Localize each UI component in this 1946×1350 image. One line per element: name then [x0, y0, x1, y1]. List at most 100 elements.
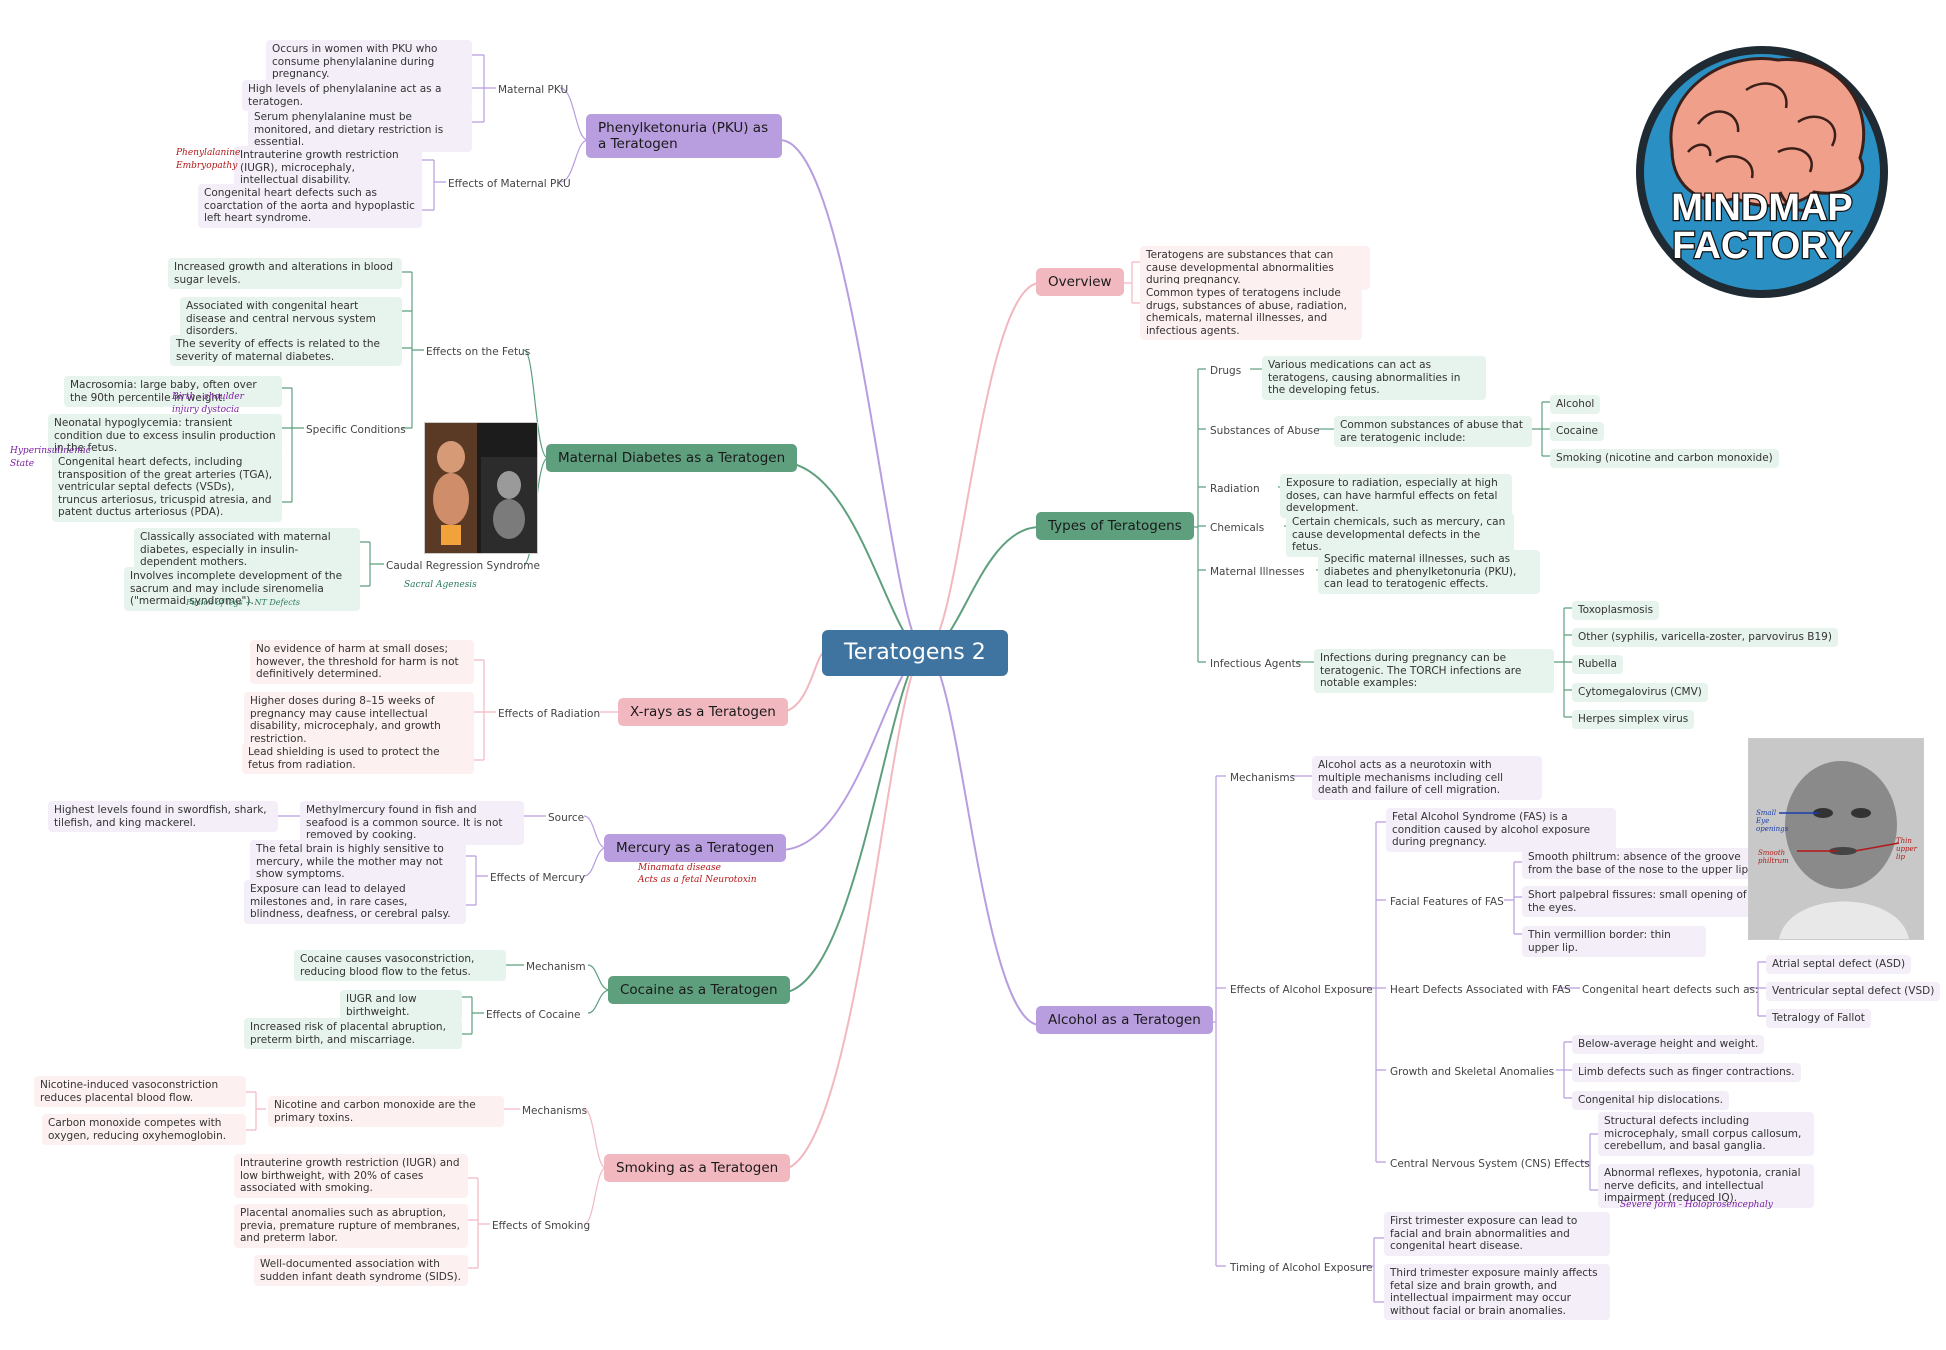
smoking-effect-2[interactable]: Placental anomalies such as abruption, p…	[234, 1204, 468, 1248]
facial-feature-2[interactable]: Short palpebral fissures: small opening …	[1522, 886, 1758, 917]
abuse-smoking[interactable]: Smoking (nicotine and carbon monoxide)	[1550, 449, 1779, 468]
pku-effect-1[interactable]: Intrauterine growth restriction (IUGR), …	[234, 146, 422, 190]
types-illnesses[interactable]: Specific maternal illnesses, such as dia…	[1318, 550, 1540, 594]
diabetes-specific-1[interactable]: Macrosomia: large baby, often over the 9…	[64, 376, 282, 407]
branch-diabetes[interactable]: Maternal Diabetes as a Teratogen	[546, 444, 798, 472]
types-abuse[interactable]: Common substances of abuse that are tera…	[1334, 416, 1532, 447]
handwritten-note-birth-injury: Birth - shoulder injury dystocia	[172, 392, 244, 415]
handwritten-note-holoprosencephaly: Severe form - Holoprosencephaly	[1620, 1200, 1773, 1210]
branch-xrays[interactable]: X-rays as a Teratogen	[618, 698, 788, 726]
diabetes-specific-3[interactable]: Congenital heart defects, including tran…	[52, 453, 282, 522]
facial-feature-3[interactable]: Thin vermillion border: thin upper lip.	[1522, 926, 1706, 957]
pku-maternal-2[interactable]: High levels of phenylalanine act as a te…	[242, 80, 472, 111]
cocaine-effect-1[interactable]: IUGR and low birthweight.	[340, 990, 462, 1021]
branch-cocaine[interactable]: Cocaine as a Teratogen	[608, 976, 790, 1004]
branch-mercury[interactable]: Mercury as a Teratogen	[604, 834, 787, 862]
smoking-mechanism[interactable]: Nicotine and carbon monoxide are the pri…	[268, 1096, 504, 1127]
label-mechanisms-alcohol[interactable]: Mechanisms	[1230, 772, 1296, 784]
growth-1[interactable]: Below-average height and weight.	[1572, 1035, 1765, 1054]
mercury-source[interactable]: Methylmercury found in fish and seafood …	[300, 801, 524, 845]
facial-feature-1[interactable]: Smooth philtrum: absence of the groove f…	[1522, 848, 1758, 879]
xray-effect-2[interactable]: Higher doses during 8–15 weeks of pregna…	[244, 692, 474, 748]
label-chemicals[interactable]: Chemicals	[1210, 522, 1265, 534]
torch-other[interactable]: Other (syphilis, varicella-zoster, parvo…	[1572, 628, 1838, 647]
overview-item-1[interactable]: Teratogens are substances that can cause…	[1140, 246, 1370, 290]
label-cns-effects[interactable]: Central Nervous System (CNS) Effects	[1390, 1158, 1590, 1170]
xray-effect-1[interactable]: No evidence of harm at small doses; howe…	[250, 640, 474, 684]
cocaine-effect-2[interactable]: Increased risk of placental abruption, p…	[244, 1018, 462, 1049]
branch-smoking[interactable]: Smoking as a Teratogen	[604, 1154, 791, 1182]
timing-1[interactable]: First trimester exposure can lead to fac…	[1384, 1212, 1610, 1256]
heart-asd[interactable]: Atrial septal defect (ASD)	[1766, 955, 1912, 974]
xray-effect-3[interactable]: Lead shielding is used to protect the fe…	[242, 743, 474, 774]
abuse-alcohol[interactable]: Alcohol	[1550, 395, 1601, 414]
label-effects-fetus[interactable]: Effects on the Fetus	[426, 346, 531, 358]
label-substances-abuse[interactable]: Substances of Abuse	[1210, 425, 1320, 437]
heart-tof[interactable]: Tetralogy of Fallot	[1766, 1009, 1871, 1028]
label-drugs[interactable]: Drugs	[1210, 365, 1242, 377]
handwritten-note-neurotoxin: Acts as a fetal Neurotoxin	[638, 875, 757, 885]
label-maternal-illnesses[interactable]: Maternal Illnesses	[1210, 566, 1305, 578]
pku-maternal-1[interactable]: Occurs in women with PKU who consume phe…	[266, 40, 472, 84]
label-effects-maternal-pku[interactable]: Effects of Maternal PKU	[448, 178, 571, 190]
branch-types[interactable]: Types of Teratogens	[1036, 512, 1194, 540]
types-radiation[interactable]: Exposure to radiation, especially at hig…	[1280, 474, 1512, 518]
label-mechanisms-smoking[interactable]: Mechanisms	[522, 1105, 588, 1117]
torch-rubella[interactable]: Rubella	[1572, 655, 1623, 674]
heart-vsd[interactable]: Ventricular septal defect (VSD)	[1766, 982, 1941, 1001]
label-specific-conditions[interactable]: Specific Conditions	[306, 424, 406, 436]
label-effects-alcohol[interactable]: Effects of Alcohol Exposure	[1230, 984, 1373, 996]
torch-cmv[interactable]: Cytomegalovirus (CMV)	[1572, 683, 1708, 702]
central-topic[interactable]: Teratogens 2	[822, 630, 1008, 676]
diabetes-specific-2[interactable]: Neonatal hypoglycemia: transient conditi…	[48, 414, 282, 458]
smoking-mech-sub-2[interactable]: Carbon monoxide competes with oxygen, re…	[42, 1114, 246, 1145]
diabetes-fetus-1[interactable]: Increased growth and alterations in bloo…	[168, 258, 402, 289]
cns-effect-2[interactable]: Abnormal reflexes, hypotonia, cranial ne…	[1598, 1164, 1814, 1208]
diabetes-caudal-2[interactable]: Involves incomplete development of the s…	[124, 567, 360, 611]
mercury-effect-1[interactable]: The fetal brain is highly sensitive to m…	[250, 840, 466, 884]
mercury-source-sub[interactable]: Highest levels found in swordfish, shark…	[48, 801, 278, 832]
label-effects-mercury[interactable]: Effects of Mercury	[490, 872, 586, 884]
label-effects-radiation[interactable]: Effects of Radiation	[498, 708, 601, 720]
smoking-effect-1[interactable]: Intrauterine growth restriction (IUGR) a…	[234, 1154, 468, 1198]
branch-alcohol[interactable]: Alcohol as a Teratogen	[1036, 1006, 1213, 1034]
diabetes-fetus-3[interactable]: The severity of effects is related to th…	[170, 335, 402, 366]
types-drugs[interactable]: Various medications can act as teratogen…	[1262, 356, 1486, 400]
label-source[interactable]: Source	[548, 812, 585, 824]
timing-2[interactable]: Third trimester exposure mainly affects …	[1384, 1264, 1610, 1320]
alcohol-fas[interactable]: Fetal Alcohol Syndrome (FAS) is a condit…	[1386, 808, 1616, 852]
cns-effect-1[interactable]: Structural defects including microcephal…	[1598, 1112, 1814, 1156]
torch-hsv[interactable]: Herpes simplex virus	[1572, 710, 1695, 729]
label-caudal-regression[interactable]: Caudal Regression Syndrome	[386, 560, 540, 572]
growth-3[interactable]: Congenital hip dislocations.	[1572, 1091, 1730, 1110]
smoking-mech-sub-1[interactable]: Nicotine-induced vasoconstriction reduce…	[34, 1076, 246, 1107]
label-infectious-agents[interactable]: Infectious Agents	[1210, 658, 1302, 670]
mercury-effect-2[interactable]: Exposure can lead to delayed milestones …	[244, 880, 466, 924]
cocaine-mechanism[interactable]: Cocaine causes vasoconstriction, reducin…	[294, 950, 506, 981]
types-chemicals[interactable]: Certain chemicals, such as mercury, can …	[1286, 513, 1514, 557]
smoking-effect-3[interactable]: Well-documented association with sudden …	[254, 1255, 468, 1286]
handwritten-note-smooth-philtrum: Smooth philtrum	[1758, 849, 1789, 865]
label-effects-cocaine[interactable]: Effects of Cocaine	[486, 1009, 581, 1021]
branch-overview[interactable]: Overview	[1036, 268, 1124, 296]
label-congenital-heart[interactable]: Congenital heart defects such as:	[1582, 984, 1759, 996]
label-timing[interactable]: Timing of Alcohol Exposure	[1230, 1262, 1373, 1274]
alcohol-mechanism[interactable]: Alcohol acts as a neurotoxin with multip…	[1312, 756, 1542, 800]
branch-pku[interactable]: Phenylketonuria (PKU) as a Teratogen	[586, 114, 782, 158]
abuse-cocaine[interactable]: Cocaine	[1550, 422, 1604, 441]
overview-item-2[interactable]: Common types of teratogens include drugs…	[1140, 284, 1362, 340]
label-effects-smoking[interactable]: Effects of Smoking	[492, 1220, 591, 1232]
label-facial-features[interactable]: Facial Features of FAS	[1390, 896, 1504, 908]
label-maternal-pku[interactable]: Maternal PKU	[498, 84, 569, 96]
types-infectious[interactable]: Infections during pregnancy can be terat…	[1314, 649, 1554, 693]
label-mechanism-cocaine[interactable]: Mechanism	[526, 961, 586, 973]
diabetes-caudal-1[interactable]: Classically associated with maternal dia…	[134, 528, 360, 572]
label-heart-defects[interactable]: Heart Defects Associated with FAS	[1390, 984, 1571, 996]
diabetes-fetus-2[interactable]: Associated with congenital heart disease…	[180, 297, 402, 341]
label-radiation[interactable]: Radiation	[1210, 483, 1260, 495]
label-growth-skeletal[interactable]: Growth and Skeletal Anomalies	[1390, 1066, 1555, 1078]
pku-maternal-3[interactable]: Serum phenylalanine must be monitored, a…	[248, 108, 472, 152]
torch-toxoplasmosis[interactable]: Toxoplasmosis	[1572, 601, 1660, 620]
pku-effect-2[interactable]: Congenital heart defects such as coarcta…	[198, 184, 422, 228]
growth-2[interactable]: Limb defects such as finger contractions…	[1572, 1063, 1801, 1082]
